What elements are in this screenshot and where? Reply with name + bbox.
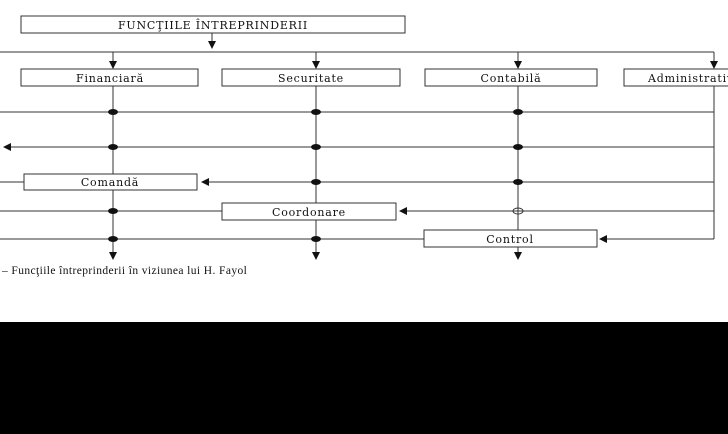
label-comanda: Comandă (81, 176, 139, 189)
junction-dot (513, 109, 523, 115)
label-financiara: Financiară (76, 72, 144, 85)
connector-lines (0, 33, 718, 260)
fayol-diagram: FUNCŢIILE ÎNTREPRINDERII Financiară Secu… (0, 15, 728, 277)
junction-dot (108, 109, 118, 115)
box-administrativa (623, 68, 728, 87)
junction-dot (311, 236, 321, 242)
label-contabila: Contabilă (481, 72, 542, 85)
label-coordonare: Coordonare (272, 206, 346, 219)
box-control (423, 229, 598, 248)
box-securitate (221, 68, 401, 87)
junction-dot (311, 179, 321, 185)
junction-dot (311, 144, 321, 150)
junction-dot (513, 179, 523, 185)
box-coordonare (221, 202, 397, 221)
box-contabila (424, 68, 598, 87)
junction-dot (108, 236, 118, 242)
diagram-area: FUNCŢIILE ÎNTREPRINDERII Financiară Secu… (0, 0, 728, 322)
junction-dot (513, 144, 523, 150)
label-securitate: Securitate (278, 72, 344, 85)
diagram-title: FUNCŢIILE ÎNTREPRINDERII (118, 18, 308, 32)
junction-dots (108, 109, 523, 242)
junction-ring (512, 207, 524, 215)
label-administrativa: Administrativă (647, 72, 728, 85)
black-bar (0, 322, 728, 434)
junction-dot (311, 109, 321, 115)
box-comanda (23, 173, 198, 191)
junction-dot (108, 208, 118, 214)
figure-caption: – Funcţiile întreprinderii în viziunea l… (1, 265, 247, 277)
box-financiara (20, 68, 199, 87)
label-control: Control (486, 233, 534, 246)
title-box (20, 15, 406, 34)
boxes (20, 15, 728, 248)
junction-dot (108, 144, 118, 150)
